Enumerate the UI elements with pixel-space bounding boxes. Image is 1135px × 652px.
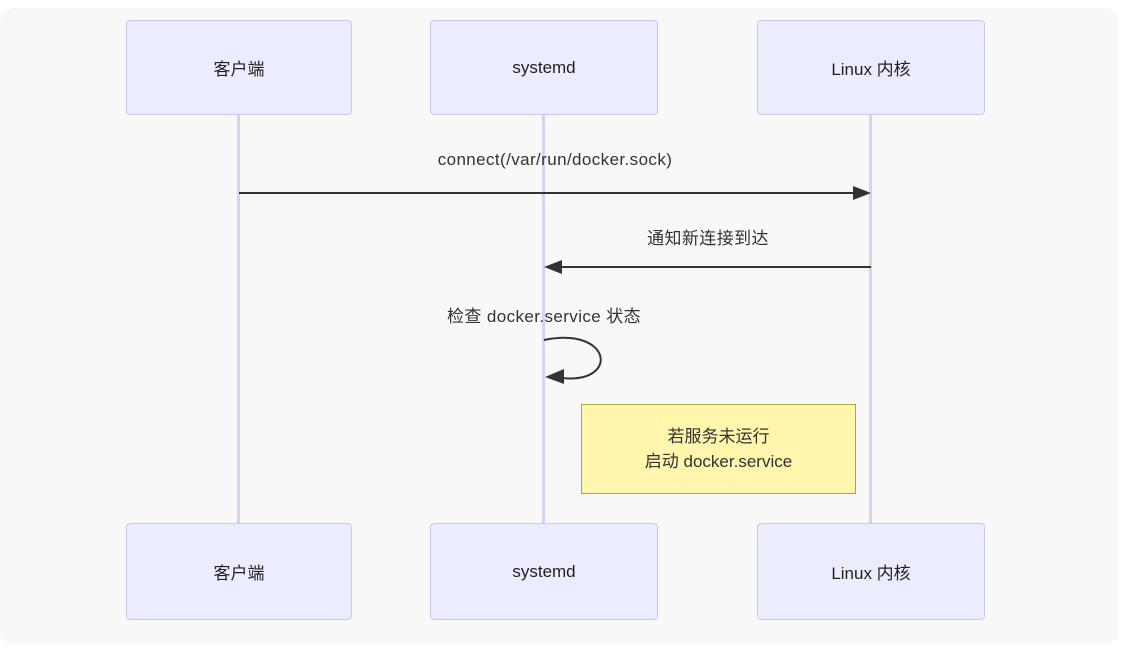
- participant-label-client: 客户端: [213, 564, 265, 583]
- participant-box-client-top: 客户端: [126, 20, 352, 115]
- participant-box-kernel-top: Linux 内核: [757, 20, 985, 115]
- participant-label-systemd: systemd: [512, 57, 576, 77]
- participant-label-kernel: Linux 内核: [831, 60, 911, 79]
- participant-label-systemd: systemd: [512, 561, 576, 581]
- message-label-connect: connect(/var/run/docker.sock): [437, 150, 673, 169]
- participant-box-systemd-bottom: systemd: [430, 523, 658, 620]
- note-line-1: 若服务未运行: [667, 427, 770, 446]
- lifeline-kernel: [869, 115, 872, 523]
- participant-box-systemd-top: systemd: [430, 20, 658, 115]
- lifeline-client: [237, 115, 240, 523]
- participant-label-kernel: Linux 内核: [831, 564, 911, 583]
- note-box: 若服务未运行 启动 docker.service: [581, 404, 856, 494]
- participant-label-client: 客户端: [213, 60, 265, 79]
- participant-box-kernel-bottom: Linux 内核: [757, 523, 985, 620]
- message-label-self-check: 检查 docker.service 状态: [446, 307, 642, 326]
- lifeline-systemd: [542, 115, 545, 523]
- message-label-notify: 通知新连接到达: [647, 229, 769, 248]
- participant-box-client-bottom: 客户端: [126, 523, 352, 620]
- note-line-2: 启动 docker.service: [644, 452, 793, 471]
